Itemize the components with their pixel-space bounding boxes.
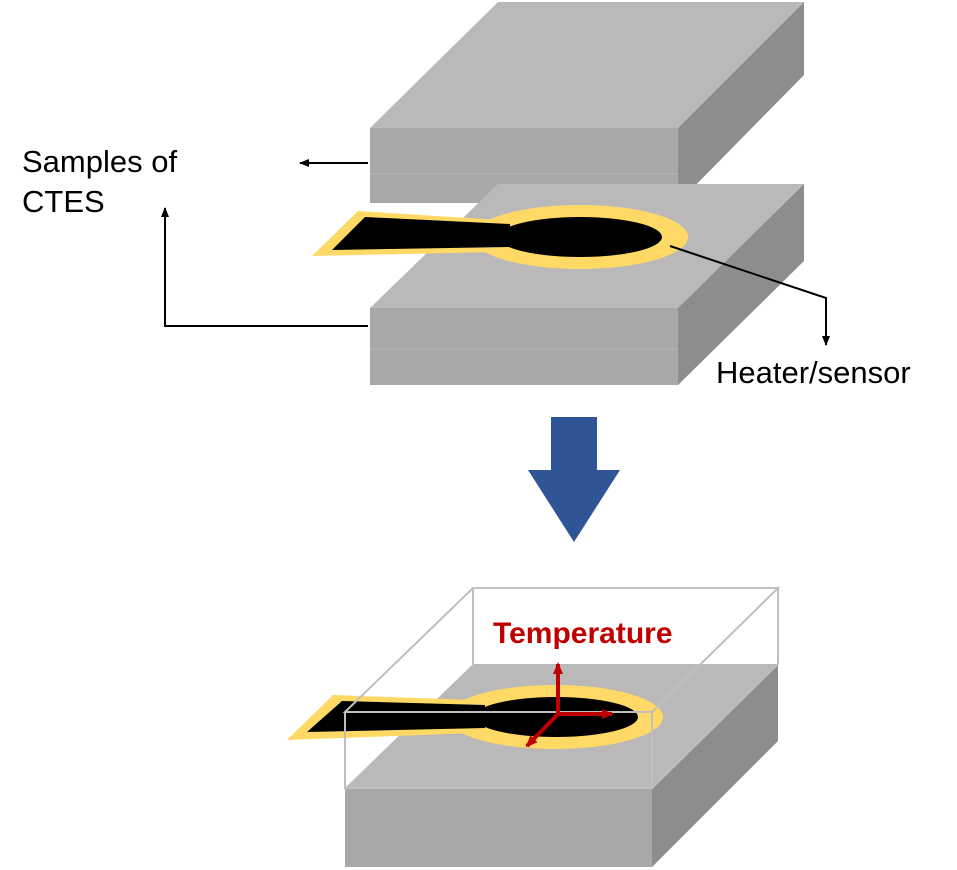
heater-lead-bottom (307, 701, 485, 732)
heater-lead (332, 217, 510, 250)
bottom-block-front-face (345, 788, 652, 867)
upper-sample-block (370, 2, 804, 203)
samples-label-line2: CTES (22, 184, 105, 219)
down-arrow-icon (528, 417, 620, 542)
heater-sensor-bottom (287, 685, 663, 749)
heater-callout-arrow (669, 245, 830, 346)
bottom-block-side-face (652, 664, 778, 867)
heater-disc (498, 217, 662, 257)
upper-block-top-face (370, 2, 804, 128)
heater-sensor-top (312, 205, 688, 269)
samples-arrow-lower (161, 207, 368, 327)
samples-label-line1: Samples of (22, 144, 177, 179)
upper-block-side-face (678, 2, 804, 203)
lower-block-front-face (370, 308, 678, 385)
xyz-axes-icon (525, 662, 614, 748)
heater-sensor-label: Heater/sensor (716, 355, 911, 390)
temperature-label: Temperature (493, 617, 673, 650)
lower-block-side-face (678, 184, 804, 385)
transparent-sample-box (342, 587, 781, 789)
